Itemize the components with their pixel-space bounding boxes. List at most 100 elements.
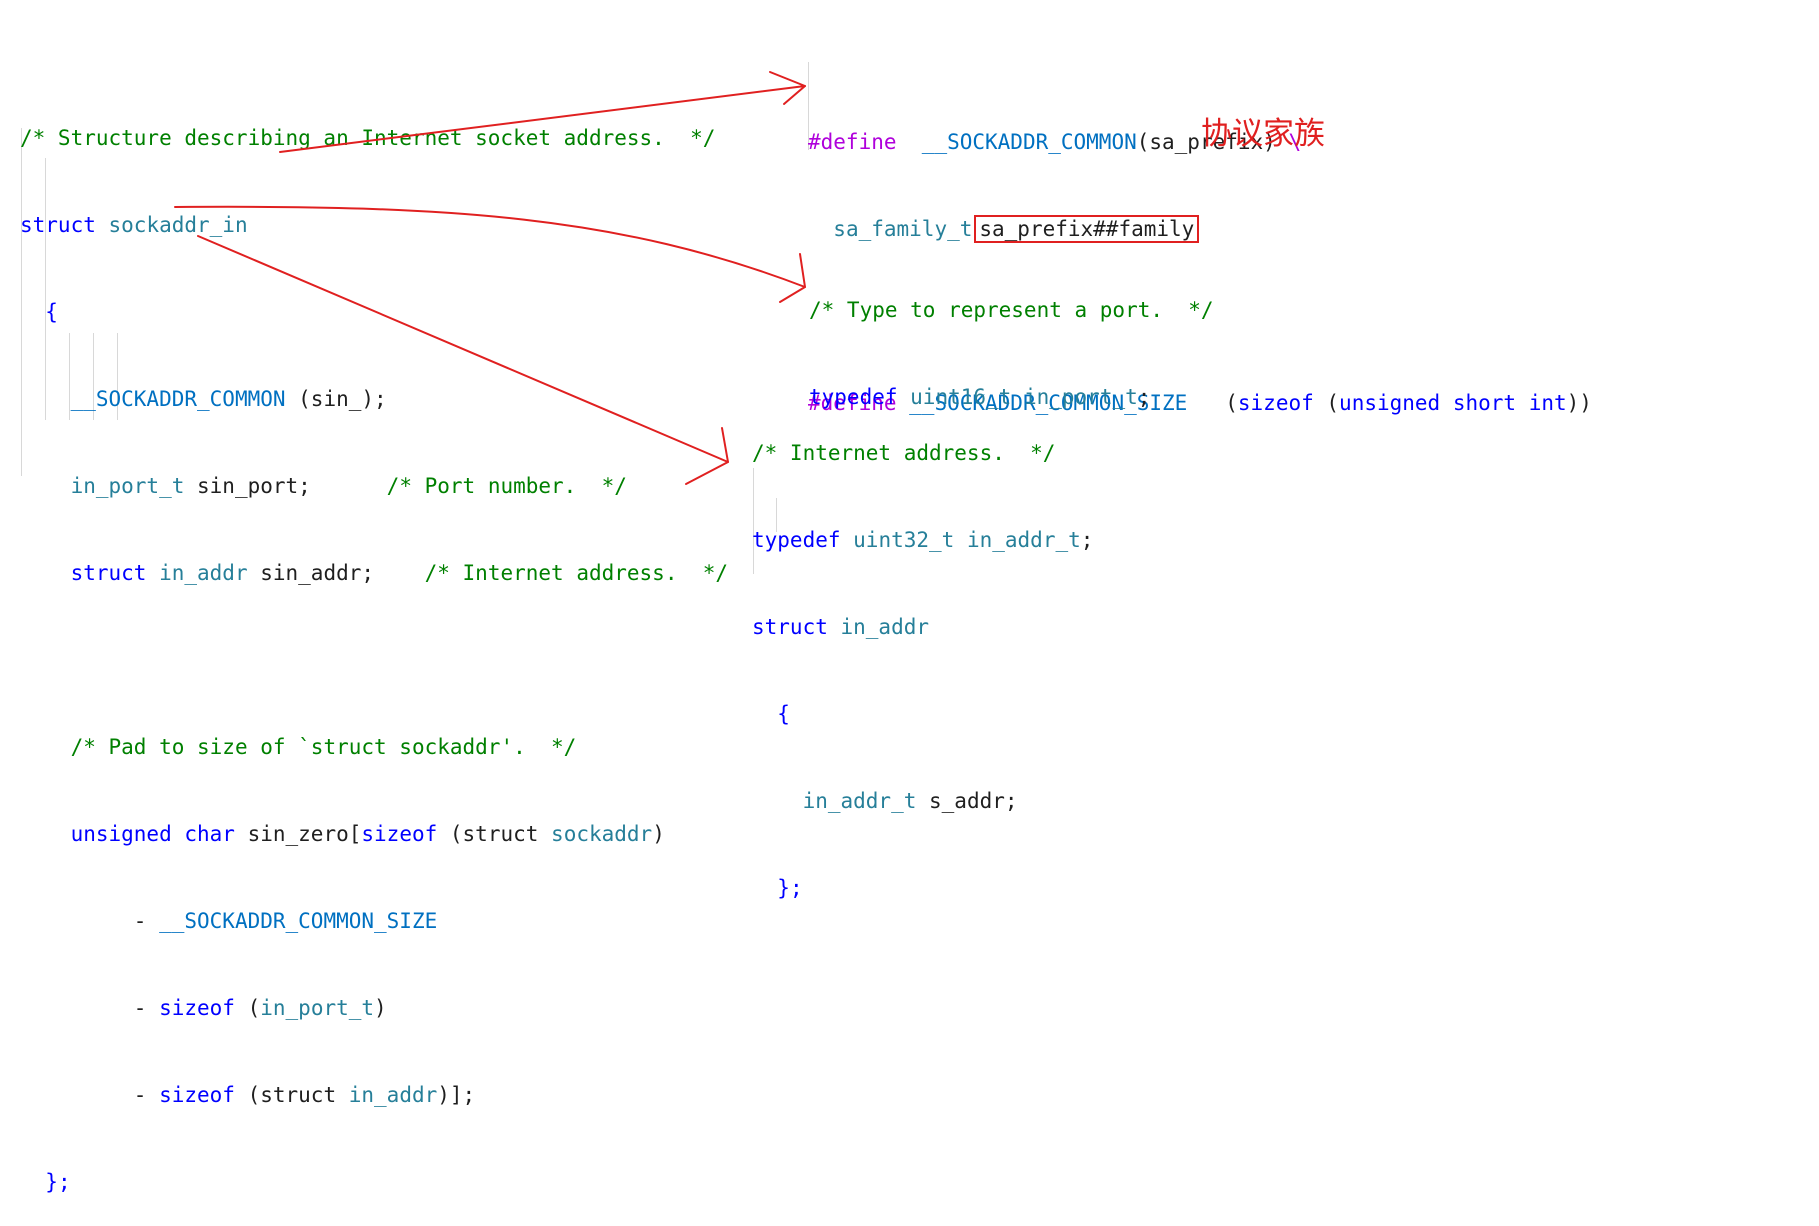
sizeof-keyword: sizeof [1237,391,1314,415]
zero-paren: (struct [437,822,539,846]
line-continuation: \ [1288,130,1302,154]
arrow-common-to-define [279,85,806,153]
paren-close: ) [374,996,387,1020]
close-brace: }; [45,1170,71,1194]
minus-operator: - [133,1083,160,1107]
indent-guide [93,333,94,420]
code-line: struct in_addr sin_addr; /* Internet add… [20,559,728,588]
port-typedef-block: /* Type to represent a port. */ typedef … [809,238,1214,441]
addr-comment: /* Internet address. */ [374,561,729,585]
sizeof-keyword: sizeof [159,1083,235,1107]
in-addr-comment: /* Internet address. */ [752,441,1056,465]
code-line: }; [752,874,1093,903]
typedef-keyword: typedef [752,528,841,552]
indent-guide [69,333,70,420]
open-brace: { [777,702,790,726]
code-line: { [752,700,1093,729]
macro-args: (sa_prefix) [1136,130,1289,154]
code-line: in_addr_t s_addr; [752,787,1093,816]
family-field-highlight: sa_prefix##family [974,215,1200,243]
code-line: typedef uint16_t in_port_t; [809,383,1214,412]
paren-open: ( [1187,391,1238,415]
paren-open: ( [234,996,261,1020]
arrow-addr-to-struct [197,235,729,463]
define-keyword: #define [808,130,897,154]
in-port-t-type: in_port_t [1011,385,1138,409]
arrowhead-port [779,253,806,303]
zero-type: sockaddr [538,822,653,846]
paren-close: )) [1566,391,1592,415]
zero-name: sin_zero[ [234,822,362,846]
close-brace: }; [777,876,803,900]
in-addr-code-block: /* Internet address. */ typedef uint32_t… [752,381,1093,932]
addr-field: sin_addr; [247,561,375,585]
indent-guide [45,158,46,420]
port-type-ref: in_port_t [260,996,375,1020]
arrowhead-define [769,71,806,105]
common-macro-def: __SOCKADDR_COMMON [896,130,1137,154]
port-type: in_port_t [70,474,185,498]
indent-guide [117,333,118,420]
code-line: #define __SOCKADDR_COMMON_SIZE (sizeof (… [808,389,1592,418]
struct-keyword: struct [20,213,96,237]
unsigned-short-int: unsigned short int [1339,391,1567,415]
minus-operator: - [133,996,160,1020]
common-arg: (sin_); [285,387,387,411]
uint16-type: uint16_t [897,385,1012,409]
code-line: #define __SOCKADDR_COMMON(sa_prefix) \ [808,128,1592,157]
define-keyword: #define [808,391,897,415]
code-line: - __SOCKADDR_COMMON_SIZE [20,907,728,936]
family-type: sa_family_t [833,217,973,241]
arrowhead-addr [685,427,729,485]
addr-type-ref: in_addr [336,1083,438,1107]
code-line: struct sockaddr_in [20,211,728,240]
code-line: /* Pad to size of `struct sockaddr'. */ [20,733,728,762]
s-addr-type: in_addr_t [802,789,917,813]
paren-close: )]; [437,1083,476,1107]
common-size-macro: __SOCKADDR_COMMON_SIZE [159,909,438,933]
port-typedef-comment: /* Type to represent a port. */ [809,298,1214,322]
common-size-macro-def: __SOCKADDR_COMMON_SIZE [896,391,1188,415]
indent-guide [776,498,777,532]
indent-guide [21,128,22,476]
code-line: struct in_addr [752,613,1093,642]
addr-keyword: struct [70,561,147,585]
code-line: unsigned char sin_zero[sizeof (struct so… [20,820,728,849]
code-line: { [20,298,728,327]
arrow-overlay [174,71,806,485]
typedef-keyword: typedef [809,385,898,409]
addr-type: in_addr [146,561,248,585]
semicolon: ; [1137,385,1151,409]
code-line: /* Type to represent a port. */ [809,296,1214,325]
define-code-block: #define __SOCKADDR_COMMON(sa_prefix) \ s… [808,70,1592,447]
pad-comment: /* Pad to size of `struct sockaddr'. */ [70,735,577,759]
minus-operator: - [133,909,160,933]
indent-guide [753,468,754,574]
port-comment: /* Port number. */ [310,474,627,498]
in-addr-t-type: in_addr_t [954,528,1081,552]
code-line: }; [20,1168,728,1197]
unsigned-keyword: unsigned [70,822,172,846]
code-line: in_port_t sin_port; /* Port number. */ [20,472,728,501]
uint32-type: uint32_t [840,528,955,552]
code-line: - sizeof (in_port_t) [20,994,728,1023]
in-addr-struct-name: in_addr [827,615,930,639]
common-macro: __SOCKADDR_COMMON [70,387,286,411]
protocol-family-annotation: 协议家族 [1201,116,1325,152]
indent-guide [808,62,809,150]
sizeof-keyword: sizeof [159,996,235,1020]
code-line: __SOCKADDR_COMMON (sin_); [20,385,728,414]
zero-close: ) [652,822,665,846]
char-keyword: char [171,822,235,846]
semicolon: ; [1080,528,1094,552]
s-addr-field: s_addr; [916,789,1018,813]
code-line: /* Internet address. */ [752,439,1093,468]
struct-keyword: struct [752,615,828,639]
code-line: - sizeof (struct in_addr)]; [20,1081,728,1110]
open-brace: { [45,300,58,324]
paren-open: (struct [234,1083,337,1107]
sizeof-keyword: sizeof [361,822,438,846]
struct-name: sockaddr_in [108,213,248,237]
paren-open: ( [1313,391,1340,415]
